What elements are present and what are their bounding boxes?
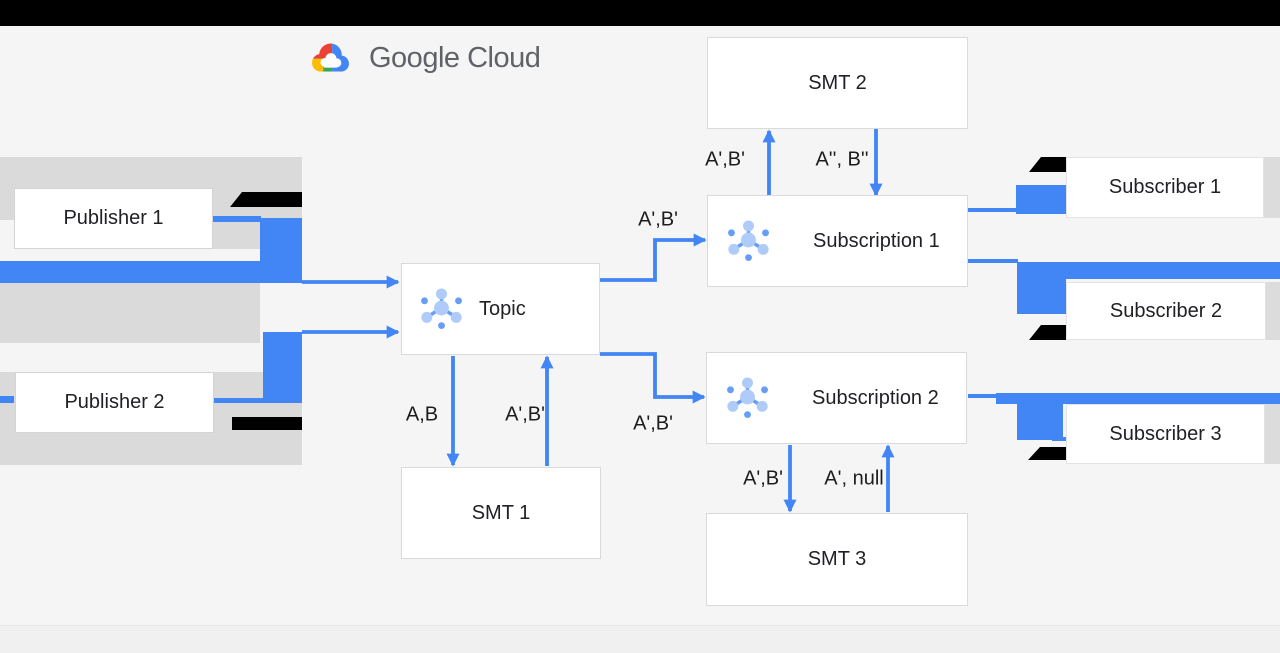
artifact-blue-edge-stub xyxy=(0,396,14,403)
artifact-blue-block-sub2 xyxy=(1017,262,1066,314)
artifact-blue-block-sub3 xyxy=(1017,402,1063,440)
artifact-black-bar-sub1 xyxy=(1029,157,1067,172)
node-label: Subscriber 3 xyxy=(1109,422,1222,445)
artifact-gray-strip-3 xyxy=(1264,404,1280,464)
node-subscription-2: Subscription 2 xyxy=(706,352,967,444)
edge-label-sub2-smt3: A',B' xyxy=(743,467,783,490)
google-cloud-logo-text: Google Cloud xyxy=(369,41,541,74)
arrow-topic-to-sub1 xyxy=(600,233,707,282)
node-topic: Topic xyxy=(401,263,600,355)
node-smt-3: SMT 3 xyxy=(706,513,968,606)
node-publisher-2: Publisher 2 xyxy=(15,372,214,433)
artifact-blue-bar-1 xyxy=(0,261,302,283)
node-smt-1: SMT 1 xyxy=(401,467,601,559)
arrow-topic-to-sub2 xyxy=(600,352,706,404)
artifact-top-black-bar xyxy=(0,0,1280,26)
node-label: Publisher 1 xyxy=(63,207,164,229)
artifact-gray-patch xyxy=(213,220,260,249)
node-label: Subscription 1 xyxy=(813,229,940,252)
node-label: SMT 1 xyxy=(471,501,531,524)
pubsub-subscription-icon xyxy=(726,219,771,263)
artifact-blue-bar-sub3 xyxy=(996,393,1280,404)
google-cloud-logo: Google Cloud xyxy=(308,36,541,80)
node-publisher-1: Publisher 1 xyxy=(14,188,213,249)
edge-label-smt1-topic: A',B' xyxy=(505,403,545,426)
node-smt-2: SMT 2 xyxy=(707,37,968,129)
node-label: Publisher 2 xyxy=(64,391,165,413)
artifact-gray-strip-1 xyxy=(1264,157,1280,218)
artifact-blue-bar-sub2 xyxy=(1017,262,1280,279)
artifact-black-bar-sub2 xyxy=(1029,325,1067,340)
node-label: Subscriber 1 xyxy=(1108,176,1222,198)
node-subscription-1: Subscription 1 xyxy=(707,195,968,287)
node-label: Subscriber 2 xyxy=(1109,299,1223,322)
edge-label-sub1-smt2: A',B' xyxy=(705,148,745,171)
artifact-blue-line-pub1 xyxy=(213,216,261,222)
artifact-bottom-band xyxy=(0,625,1280,653)
artifact-gray-band-2 xyxy=(0,283,260,343)
artifact-gray-strip-2 xyxy=(1266,282,1280,340)
node-label: Topic xyxy=(479,297,526,320)
pubsub-subscription-icon xyxy=(725,376,770,420)
edge-label-topic-sub1: A',B' xyxy=(638,208,678,231)
artifact-blue-line-pub2 xyxy=(214,398,263,403)
artifact-black-bar-pub1 xyxy=(230,192,302,207)
artifact-blue-stub-sub2 xyxy=(1050,309,1066,313)
node-label: SMT 2 xyxy=(808,71,867,94)
node-label: SMT 3 xyxy=(807,548,867,570)
artifact-blue-block-2 xyxy=(263,332,302,403)
edge-label-smt2-sub1: A'', B'' xyxy=(815,148,869,171)
node-label: Subscription 2 xyxy=(812,386,939,409)
artifact-blue-block-sub1 xyxy=(1016,185,1067,214)
artifact-blue-stub-sub3 xyxy=(1052,437,1066,441)
google-cloud-logo-icon xyxy=(312,43,349,72)
edge-label-smt3-sub2: A', null xyxy=(824,467,884,490)
artifact-black-bar-pub2 xyxy=(232,417,302,430)
edge-label-topic-smt1: A,B xyxy=(405,403,439,426)
pubsub-topic-icon xyxy=(419,287,464,331)
node-subscriber-3: Subscriber 3 xyxy=(1066,404,1265,464)
node-subscriber-1: Subscriber 1 xyxy=(1066,157,1264,218)
edge-label-topic-sub2: A',B' xyxy=(633,412,673,435)
artifact-black-bar-sub3 xyxy=(1028,447,1067,460)
node-subscriber-2: Subscriber 2 xyxy=(1066,282,1266,340)
